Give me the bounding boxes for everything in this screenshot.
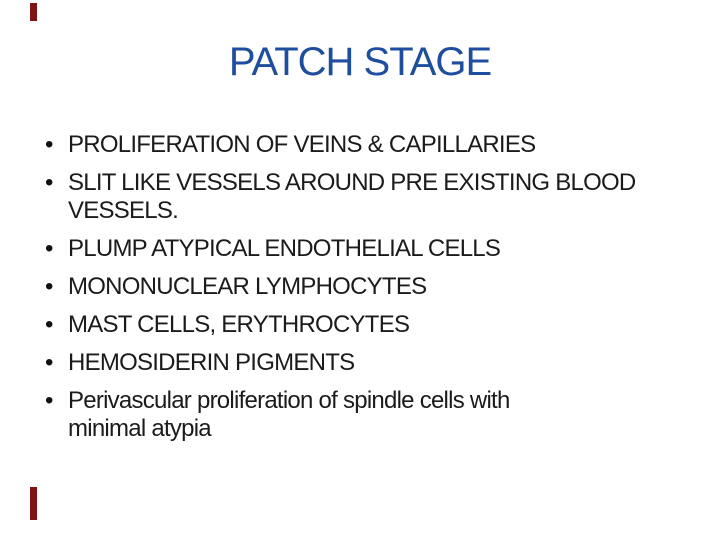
bullet-line-wrap: minimal atypia [68, 415, 212, 442]
bullet-item: • Perivascular proliferation of spindle … [45, 387, 705, 443]
bullet-icon: • [45, 273, 53, 300]
bullet-line: MONONUCLEAR LYMPHOCYTES [68, 273, 427, 300]
bullet-icon: • [45, 131, 53, 158]
bullet-text: SLIT LIKE VESSELS AROUND PRE EXISTING BL… [68, 169, 705, 225]
bullet-item: • SLIT LIKE VESSELS AROUND PRE EXISTING … [45, 169, 705, 225]
bullet-text: HEMOSIDERIN PIGMENTS [68, 349, 705, 377]
bullet-icon: • [45, 169, 53, 196]
bullet-line: MAST CELLS, ERYTHROCYTES [68, 311, 410, 338]
bullet-text: MAST CELLS, ERYTHROCYTES [68, 311, 705, 339]
bullet-item: • PLUMP ATYPICAL ENDOTHELIAL CELLS [45, 235, 705, 263]
bullet-line: Perivascular proliferation of spindle ce… [68, 387, 510, 414]
bullet-text: MONONUCLEAR LYMPHOCYTES [68, 273, 705, 301]
bullet-line: HEMOSIDERIN PIGMENTS [68, 349, 355, 376]
bullet-icon: • [45, 235, 53, 262]
bullet-item: • MAST CELLS, ERYTHROCYTES [45, 311, 705, 339]
bullet-text: PROLIFERATION OF VEINS & CAPILLARIES [68, 131, 705, 159]
bullet-text: PLUMP ATYPICAL ENDOTHELIAL CELLS [68, 235, 705, 263]
bullet-line: SLIT LIKE VESSELS AROUND PRE EXISTING BL… [68, 169, 636, 196]
bullet-line: PROLIFERATION OF VEINS & CAPILLARIES [68, 131, 536, 158]
slide-title: PATCH STAGE [228, 40, 492, 84]
bullet-item: • PROLIFERATION OF VEINS & CAPILLARIES [45, 131, 705, 159]
bullet-icon: • [45, 387, 53, 414]
red-edge-artifact-bottom [30, 487, 37, 520]
bullet-item: • MONONUCLEAR LYMPHOCYTES [45, 273, 705, 301]
bullet-text: Perivascular proliferation of spindle ce… [68, 387, 705, 443]
bullet-icon: • [45, 349, 53, 376]
bullet-icon: • [45, 311, 53, 338]
bullet-list: • PROLIFERATION OF VEINS & CAPILLARIES •… [45, 131, 705, 443]
red-edge-artifact-top [30, 3, 37, 21]
bullet-line: PLUMP ATYPICAL ENDOTHELIAL CELLS [68, 235, 501, 262]
bullet-item: • HEMOSIDERIN PIGMENTS [45, 349, 705, 377]
bullet-line-wrap: VESSELS. [68, 197, 179, 224]
